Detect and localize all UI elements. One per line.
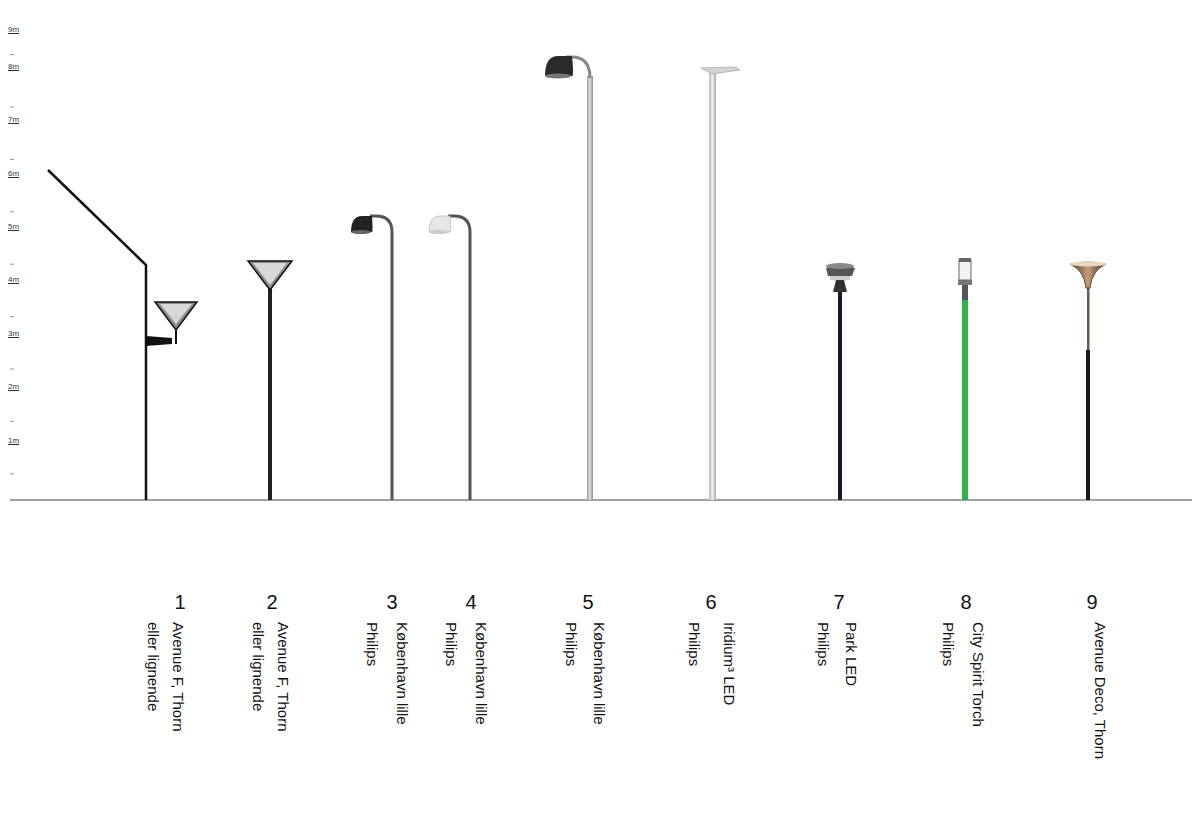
manufacturer-name: eller lignende [249, 622, 267, 711]
lamp-name: København lille [393, 622, 411, 725]
scale-label: 3m [8, 329, 19, 339]
lamp-7 [826, 263, 855, 500]
manufacturer-name: Philips [363, 622, 381, 666]
lamp-name: Avenue F, Thorn [169, 622, 187, 732]
lamp-9 [1070, 262, 1106, 501]
lamp-name: København lille [590, 622, 608, 725]
lamp-name: Avenue Deco, Thorn [1091, 622, 1109, 759]
callout-number: 4 [465, 590, 476, 614]
callout-number: 7 [833, 590, 844, 614]
manufacturer-name: Philips [442, 622, 460, 666]
scale-label: 8m [8, 62, 19, 72]
lamp-name: København lille [472, 622, 490, 725]
callout-number: 3 [386, 590, 397, 614]
lamp-name: Iridium³ LED [720, 622, 738, 705]
callout-number: 6 [705, 590, 716, 614]
lamp-3 [351, 216, 392, 500]
callout-number: 1 [174, 590, 185, 614]
lamp-5 [545, 56, 593, 500]
manufacturer-name: Philips [562, 622, 580, 666]
lamp-1 [48, 170, 197, 500]
scale-label: 2m [8, 382, 19, 392]
lamp-2 [248, 261, 292, 500]
scale-label: 9m [8, 25, 19, 35]
scale-label: 5m [8, 222, 19, 232]
lamp-name: Avenue F, Thorn [274, 622, 292, 732]
lamp-name: City Spirit Torch [969, 622, 987, 727]
callout-number: 8 [960, 590, 971, 614]
lamp-8 [958, 258, 972, 500]
manufacturer-name: eller lignende [144, 622, 162, 711]
lamp-4 [429, 216, 470, 500]
manufacturer-name: Philips [939, 622, 957, 666]
callout-number: 2 [266, 590, 277, 614]
callout-number: 5 [582, 590, 593, 614]
callout-number: 9 [1086, 590, 1097, 614]
scale-label: 4m [8, 275, 19, 285]
scale-label: 6m [8, 169, 19, 179]
ground-line [10, 499, 1192, 500]
manufacturer-name: Philips [814, 622, 832, 666]
lamp-name: Park LED [842, 622, 860, 686]
scale-label: 1m [8, 436, 19, 446]
manufacturer-name: Philips [685, 622, 703, 666]
scale-label: 7m [8, 115, 19, 125]
lamp-6 [701, 67, 740, 500]
